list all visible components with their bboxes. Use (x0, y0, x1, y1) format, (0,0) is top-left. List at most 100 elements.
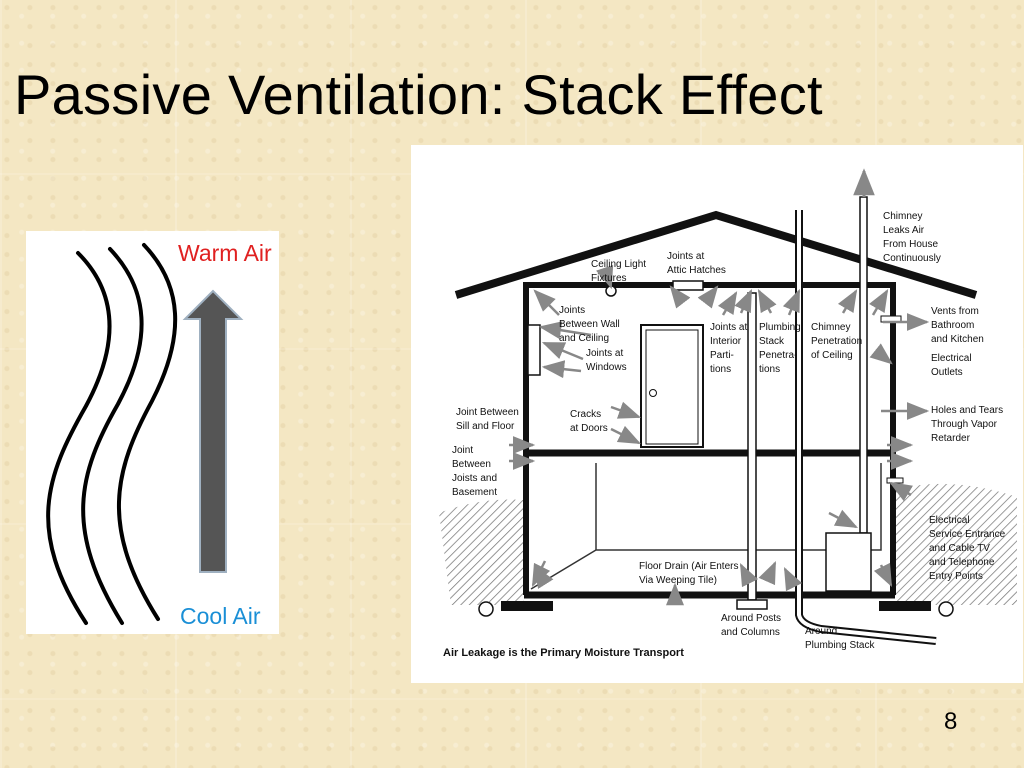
label-cracks-doors: Cracks at Doors (570, 409, 608, 434)
leak-arrow (869, 289, 889, 316)
label-line: Joists and (452, 473, 497, 484)
label-posts-columns: Around Posts and Columns (721, 613, 784, 638)
label-line: Fixtures (591, 273, 627, 284)
label-line: tions (710, 364, 731, 375)
label-joints-windows: Joints at Windows (586, 348, 627, 373)
footing-left (501, 601, 553, 611)
leak-arrow (596, 264, 614, 290)
leak-arrow (783, 566, 803, 592)
interior-door-inner (645, 329, 699, 445)
label-line: Via Weeping Tile) (639, 575, 717, 586)
label-line: Plumbing (759, 322, 801, 333)
label-vents: Vents from Bathroom and Kitchen (931, 306, 984, 345)
label-electrical-outlets: Electrical Outlets (931, 353, 974, 378)
label-ceiling-light: Ceiling Light Fixtures (591, 259, 649, 284)
house-diagram-svg: Chimney Leaks Air From House Continuousl… (439, 168, 1017, 659)
label-around-plumbing: Around Plumbing Stack (805, 626, 875, 651)
leak-arrow (889, 481, 913, 502)
label-line: Chimney (811, 322, 850, 333)
label-line: Stack (759, 336, 785, 347)
interior-door (640, 324, 704, 448)
air-wave-line (117, 243, 178, 621)
label-line: From House (883, 239, 938, 250)
furnace (825, 532, 872, 592)
warm-air-label: Warm Air (178, 240, 272, 266)
label-line: Chimney (883, 211, 922, 222)
air-wave-line (81, 247, 144, 625)
label-line: Service Entrance (929, 529, 1006, 540)
label-line: at Doors (570, 423, 608, 434)
leak-arrow (734, 288, 753, 314)
label-line: tions (759, 364, 780, 375)
plumbing-pipe-inner (797, 210, 937, 643)
label-line: Around (805, 626, 837, 637)
label-line: and Cable TV (929, 543, 990, 554)
window (527, 324, 541, 376)
label-line: Electrical (931, 353, 972, 364)
label-line: Joint (452, 445, 473, 456)
leak-arrow (782, 288, 801, 316)
label-chimney-leaks: Chimney Leaks Air From House Continuousl… (883, 211, 941, 264)
label-line: Penetration (811, 336, 862, 347)
plumbing-stack (747, 292, 757, 601)
label-line: and Kitchen (931, 334, 984, 345)
leak-arrow (541, 360, 582, 379)
label-sill-floor: Joint Between Sill and Floor (456, 407, 522, 432)
attic-hatch (672, 280, 704, 291)
label-line: Joints at (710, 322, 747, 333)
label-line: Penetra- (759, 350, 797, 361)
leak-arrow (828, 509, 858, 529)
stack-effect-illustration: Warm Air Cool Air (26, 231, 279, 634)
house-air-leakage-diagram: Chimney Leaks Air From House Continuousl… (411, 145, 1023, 683)
label-line: Floor Drain (Air Enters (639, 561, 738, 572)
leak-arrow (739, 562, 759, 588)
label-joints-wall-ceiling: Joints Between Wall and Ceiling (559, 305, 623, 344)
diagram-caption: Air Leakage is the Primary Moisture Tran… (443, 647, 684, 659)
label-line: Leaks Air (883, 225, 925, 236)
post-base (736, 599, 768, 610)
label-line: Basement (452, 487, 497, 498)
leak-arrow (869, 343, 893, 365)
label-line: of Ceiling (811, 350, 853, 361)
label-line: Interior (710, 336, 742, 347)
label-line: and Columns (721, 627, 780, 638)
leak-arrow (531, 560, 551, 588)
label-floor-drain: Floor Drain (Air Enters Via Weeping Tile… (639, 561, 741, 586)
label-line: Vents from (931, 306, 979, 317)
leak-arrow (873, 562, 893, 588)
page-number: 8 (944, 708, 958, 735)
label-plumbing-stack: Plumbing Stack Penetra- tions (759, 322, 803, 375)
label-line: Joint Between (456, 407, 519, 418)
label-line: Joints at (667, 251, 704, 262)
cool-air-label: Cool Air (180, 603, 261, 629)
label-line: Around Posts (721, 613, 781, 624)
label-line: Bathroom (931, 320, 974, 331)
weeping-tile-right (938, 601, 954, 617)
label-line: Attic Hatches (667, 265, 726, 276)
label-line: Outlets (931, 367, 963, 378)
leak-arrow (758, 560, 777, 586)
weeping-tile-left (478, 601, 494, 617)
leak-arrow (610, 425, 642, 445)
label-line: Joints at (586, 348, 623, 359)
label-holes-tears: Holes and Tears Through Vapor Retarder (931, 405, 1006, 444)
ceiling-light (605, 285, 617, 297)
up-arrow-icon (182, 289, 244, 573)
label-line: Retarder (931, 433, 971, 444)
label-line: Plumbing Stack (805, 640, 875, 651)
label-joist-basement: Joint Between Joists and Basement (452, 445, 500, 498)
leak-arrow (610, 401, 642, 419)
leak-arrow (538, 321, 592, 340)
ground-left (439, 499, 524, 605)
label-joints-attic: Joints at Attic Hatches (667, 251, 726, 276)
leak-arrow (669, 285, 691, 309)
leak-arrow (717, 291, 738, 316)
label-line: Electrical (929, 515, 970, 526)
basement-perspective (530, 463, 882, 590)
leak-arrow (541, 341, 584, 361)
label-line: Windows (586, 362, 627, 373)
footing-right (879, 601, 931, 611)
service-entry-stub (886, 477, 904, 484)
label-line: Joints (559, 305, 585, 316)
label-line: Between (452, 459, 491, 470)
